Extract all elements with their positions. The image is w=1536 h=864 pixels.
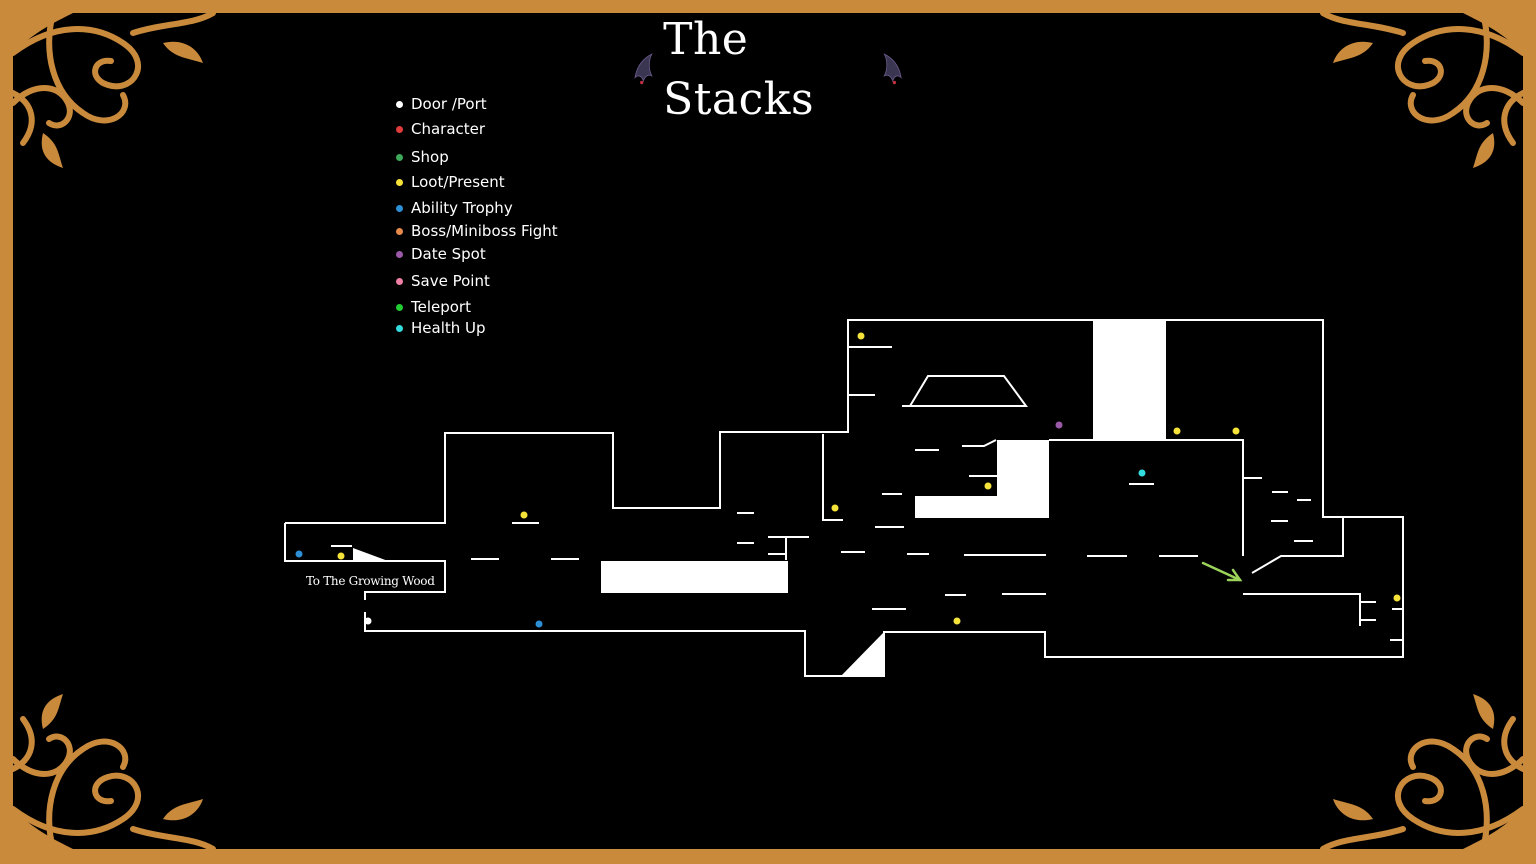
corner-flourish-icon (1320, 694, 1523, 849)
ability-marker-icon (535, 620, 543, 628)
legend-item-door: Door /Port (392, 94, 487, 114)
map-walls (284, 319, 1404, 677)
legend-label: Ability Trophy (411, 199, 513, 217)
legend-item-shop: Shop (392, 147, 449, 167)
corner-flourish-icon (13, 13, 216, 168)
map-ramp (841, 632, 884, 676)
loot-marker-icon (1173, 427, 1181, 435)
exit-label: To The Growing Wood (306, 574, 435, 588)
save-dot-icon (396, 277, 403, 285)
loot-marker-icon (953, 617, 961, 625)
boss-dot-icon (396, 227, 403, 235)
direction-arrow-icon (1201, 561, 1243, 582)
loot-marker-icon (520, 511, 528, 519)
legend-label: Character (411, 120, 486, 138)
character-dot-icon (396, 125, 403, 133)
teleport-dot-icon (396, 303, 403, 311)
bat-wing-icon (634, 53, 653, 85)
map-solid-blocks (353, 320, 1166, 676)
loot-marker-icon (984, 482, 992, 490)
bat-wing-icon (883, 53, 902, 85)
loot-marker-icon (1393, 594, 1401, 602)
ability-marker-icon (295, 550, 303, 558)
legend-item-boss: Boss/Miniboss Fight (392, 221, 558, 241)
legend-item-date: Date Spot (392, 244, 486, 264)
legend-item-ability: Ability Trophy (392, 198, 513, 218)
legend-item-character: Character (392, 119, 485, 139)
legend-label: Shop (411, 148, 449, 166)
map-block (601, 561, 788, 593)
legend-label: Save Point (411, 272, 490, 290)
map-markers (295, 332, 1401, 628)
loot-dot-icon (396, 178, 403, 186)
loot-marker-icon (1232, 427, 1240, 435)
legend-item-save: Save Point (392, 271, 490, 291)
map-wall (1049, 439, 1244, 556)
map-block (1093, 320, 1166, 440)
date-dot-icon (396, 250, 403, 258)
map-block (997, 440, 1049, 518)
loot-marker-icon (337, 552, 345, 560)
map-platform (902, 375, 1028, 407)
legend-label: Loot/Present (411, 173, 505, 191)
ability-dot-icon (396, 204, 403, 212)
door-dot-icon (396, 100, 403, 108)
map-ledge (962, 439, 997, 447)
door-marker-icon (364, 617, 372, 625)
loot-marker-icon (831, 504, 839, 512)
legend-label: Door /Port (411, 95, 487, 113)
legend-label: Teleport (411, 298, 471, 316)
legend-item-teleport: Teleport (392, 297, 471, 317)
legend-label: Boss/Miniboss Fight (411, 222, 558, 240)
map-outline (285, 319, 1404, 677)
legend-item-loot: Loot/Present (392, 172, 505, 192)
map-wall (822, 434, 843, 521)
map-ramp (353, 548, 388, 561)
legend-item-health: Health Up (392, 318, 486, 338)
map-block (915, 496, 997, 518)
shop-dot-icon (396, 153, 403, 161)
legend-label: Health Up (411, 319, 486, 337)
map-wall (1243, 593, 1361, 626)
date-marker-icon (1055, 421, 1063, 429)
health-dot-icon (396, 324, 403, 332)
loot-marker-icon (857, 332, 865, 340)
health-marker-icon (1138, 469, 1146, 477)
map-outline (284, 523, 446, 600)
map-title: The Stacks (663, 14, 815, 125)
corner-flourish-icon (1320, 13, 1523, 168)
map-wall (1251, 518, 1344, 574)
corner-flourish-icon (13, 694, 216, 849)
map-title-banner: The Stacks (630, 14, 906, 125)
legend-label: Date Spot (411, 245, 486, 263)
